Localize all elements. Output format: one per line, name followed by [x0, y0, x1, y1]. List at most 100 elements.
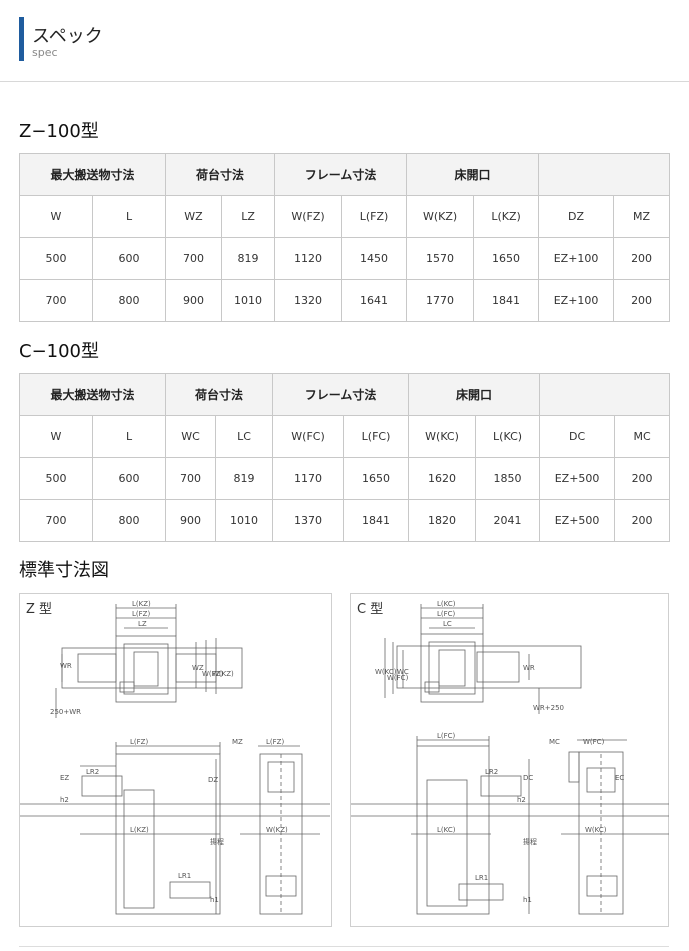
dim-label: W(KZ) [212, 670, 234, 678]
dim-label: L(KZ) [130, 826, 149, 834]
column-header: LZ [221, 195, 276, 238]
table-cell: 1641 [341, 279, 408, 322]
dim-label: LR2 [485, 768, 498, 776]
dim-label: h1 [523, 896, 532, 904]
dim-label: L(FZ) [130, 738, 148, 746]
column-header: WC [165, 415, 217, 458]
dim-label: W(FC) [387, 674, 409, 682]
table-cell: 1170 [272, 457, 345, 500]
table-cell: 1850 [475, 457, 541, 500]
dim-label: WR [60, 662, 72, 670]
group-header: 荷台寸法 [165, 373, 274, 416]
column-header: L [91, 195, 167, 238]
dim-label: W(FC) [583, 738, 605, 746]
dim-label: L(FC) [437, 732, 456, 740]
column-header: W(FC) [272, 415, 345, 458]
table-cell: 200 [614, 499, 671, 542]
dim-label: L(FZ) [132, 610, 150, 618]
dim-label: WR [523, 664, 535, 672]
table-cell: EZ+500 [539, 499, 616, 542]
table-cell: 2041 [475, 499, 541, 542]
table-cell: 1650 [343, 457, 410, 500]
column-header: W [19, 415, 93, 458]
dim-label: LR1 [178, 872, 191, 880]
dim-label: h2 [517, 796, 526, 804]
table-cell: 1770 [406, 279, 475, 322]
group-header [538, 153, 671, 196]
table-cell: EZ+100 [538, 237, 615, 280]
column-header: MC [614, 415, 671, 458]
table-cell: 700 [165, 457, 217, 500]
table-cell: 700 [19, 279, 93, 322]
table-cell: 1650 [473, 237, 540, 280]
c-type-drawing: C 型 [350, 593, 669, 927]
column-header: L(KZ) [473, 195, 540, 238]
group-header: 床開口 [406, 153, 540, 196]
table-cell: EZ+500 [539, 457, 616, 500]
group-header [539, 373, 671, 416]
table-cell: 1120 [274, 237, 343, 280]
dim-label: W(FZ) [202, 670, 223, 678]
column-header: W [19, 195, 93, 238]
table-cell: 700 [19, 499, 93, 542]
page-subtitle: spec [32, 46, 58, 59]
dim-label: h1 [210, 896, 219, 904]
column-header: L [91, 415, 167, 458]
drawings-title: 標準寸法図 [19, 560, 109, 581]
table-cell: 1570 [406, 237, 475, 280]
dim-label: LR1 [475, 874, 488, 882]
z-type-drawing: Z 型 [19, 593, 332, 927]
table-cell: 1370 [272, 499, 345, 542]
table-cell: 200 [613, 279, 671, 322]
table-cell: 819 [221, 237, 276, 280]
table-column-row: W L WC LC W(FC) L(FC) W(KC) L(KC) DC MC [19, 415, 671, 458]
dim-label: W(KZ) [266, 826, 288, 834]
c-drawing-label: C 型 [357, 602, 384, 617]
c-table-title: C−100型 [19, 341, 100, 362]
table-cell: 900 [165, 499, 217, 542]
dim-label: MC [549, 738, 560, 746]
column-header: L(FC) [343, 415, 410, 458]
z-spec-table: 最大搬送物寸法 荷台寸法 フレーム寸法 床開口 W L WZ LZ W(FZ) … [18, 153, 671, 322]
dim-label: L(KZ) [132, 600, 151, 608]
table-cell: 500 [19, 237, 93, 280]
c-spec-table: 最大搬送物寸法 荷台寸法 フレーム寸法 床開口 W L WC LC W(FC) … [18, 373, 671, 542]
header-accent-bar [19, 17, 24, 61]
column-header: L(FZ) [341, 195, 408, 238]
dim-label: LR2 [86, 768, 99, 776]
table-cell: 800 [91, 499, 167, 542]
group-header: 床開口 [408, 373, 541, 416]
dim-label: 揚程 [523, 837, 537, 846]
dim-label: LZ [138, 620, 147, 628]
column-header: W(FZ) [274, 195, 343, 238]
table-cell: 1010 [215, 499, 274, 542]
table-cell: 1820 [408, 499, 477, 542]
group-header: フレーム寸法 [274, 153, 408, 196]
dim-label: 250+WR [50, 708, 81, 716]
page-title: スペック [32, 26, 103, 47]
column-header: DZ [538, 195, 615, 238]
table-cell: 900 [165, 279, 223, 322]
group-header: 最大搬送物寸法 [18, 373, 167, 416]
table-cell: 1620 [408, 457, 477, 500]
table-cell: 600 [91, 237, 167, 280]
dim-label: EZ [60, 774, 69, 782]
dim-label: DC [523, 774, 533, 782]
table-cell: 200 [613, 237, 671, 280]
table-cell: 800 [91, 279, 167, 322]
dim-label: W(KC) [375, 668, 397, 676]
dim-label: WZ [192, 664, 204, 672]
table-cell: 500 [19, 457, 93, 500]
table-cell: 819 [215, 457, 274, 500]
group-header: フレーム寸法 [272, 373, 410, 416]
group-header: 荷台寸法 [165, 153, 276, 196]
dim-label: L(FC) [437, 610, 456, 618]
table-cell: 1010 [221, 279, 276, 322]
table-cell: 700 [165, 237, 223, 280]
z-drawing-label: Z 型 [26, 602, 53, 617]
column-header: W(KZ) [406, 195, 475, 238]
page-header: スペック spec [0, 0, 689, 82]
table-column-row: W L WZ LZ W(FZ) L(FZ) W(KZ) L(KZ) DZ MZ [19, 195, 671, 238]
dim-label: L(KC) [437, 600, 456, 608]
table-row: 500 600 700 819 1120 1450 1570 1650 EZ+1… [19, 237, 671, 280]
